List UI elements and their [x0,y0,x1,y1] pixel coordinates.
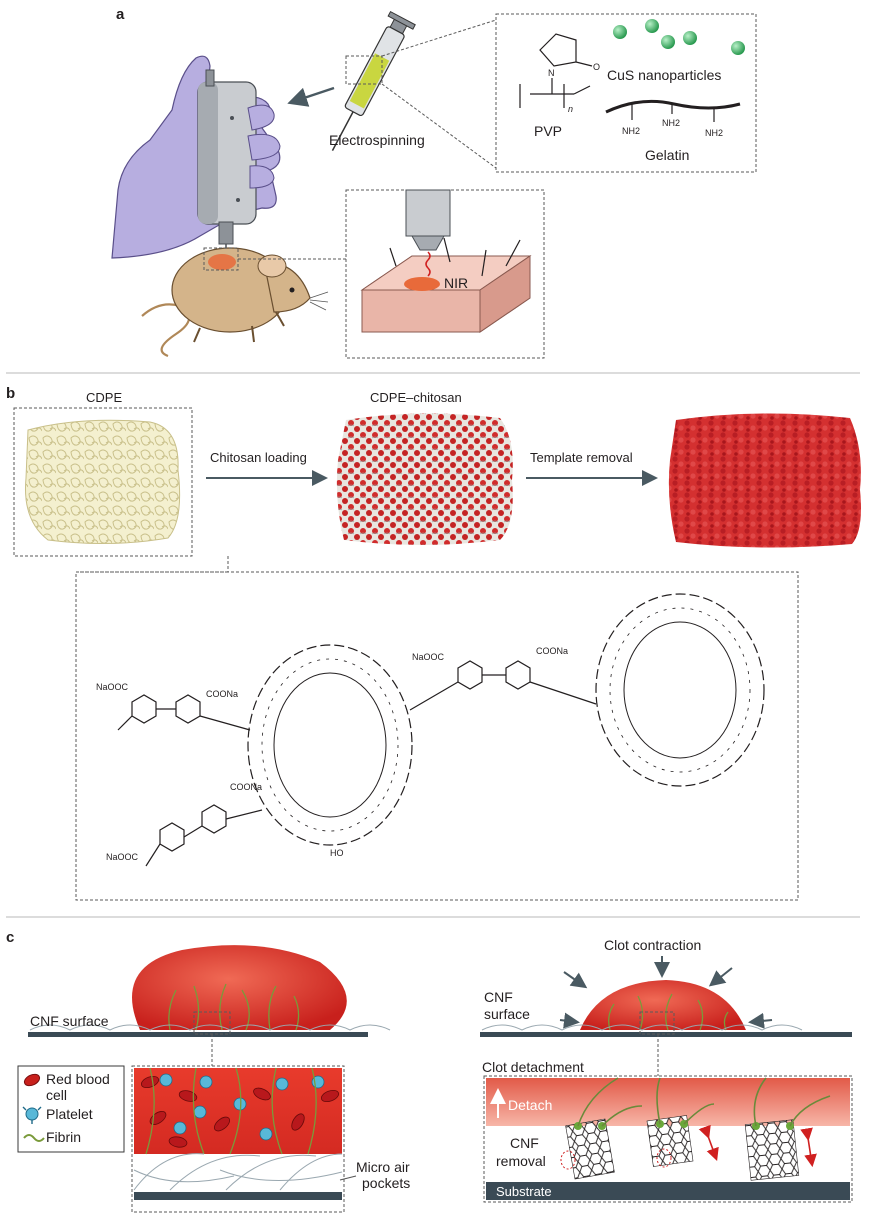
label-micro-air-line2: pockets [362,1175,410,1191]
label-chitosan-loading: Chitosan loading [210,450,307,465]
label-pvp: PVP [534,123,562,139]
chitosan-scaffold [668,413,861,548]
label-cus-nanoparticles: CuS nanoparticles [607,67,721,83]
svg-text:NaOOC: NaOOC [412,652,445,662]
label-nir: NIR [444,275,468,291]
fibrin-strands-detach [577,1077,831,1127]
label-cnf-removal-line1: CNF [510,1135,539,1151]
substrate-bar-zoom-left [134,1192,342,1200]
nh2-label: NH2 [705,128,723,138]
legend-rbc-line1: Red blood [46,1071,110,1087]
fibrin-strands-droplet [168,983,300,1031]
svg-text:n: n [568,104,573,114]
pvp-structure: O N n [519,33,600,114]
cnf-column [565,1118,615,1180]
label-cnf-removal-line2: removal [496,1153,546,1169]
gelatin-chain [605,99,741,114]
nh2-label: NH2 [662,118,680,128]
cnf-column [744,1119,800,1181]
cdpe-zoom-box [13,407,193,557]
panel-b: b CDPE Chitosan loading CDPE–chitosan Te… [6,385,861,901]
red-blood-cell-icon [23,1073,41,1087]
panel-c: c CNF surface Red blood cell Platelet Fi… [6,929,853,1213]
device-tip [405,189,451,237]
chemical-structure-box [75,571,799,901]
fibrin-strands-zoom [145,1067,317,1155]
label-template-removal: Template removal [530,450,633,465]
panel-label-b: b [6,385,15,402]
legend-platelet: Platelet [46,1106,93,1122]
cyclodextrin-left [247,644,413,846]
nir-inset-box [345,189,545,359]
label-cdpe: CDPE [86,390,122,405]
cnf-surface-mesh-left [29,1024,391,1031]
label-cdpe-chitosan: CDPE–chitosan [370,390,462,405]
cdpe-chitosan-scaffold [336,413,513,545]
platelet-icon [22,1106,42,1124]
cus-nanoparticles [613,19,745,55]
cnf-surface-mesh-right [481,1024,803,1031]
legend-rbc-line2: cell [46,1087,67,1103]
legend-fibrin: Fibrin [46,1129,81,1145]
label-substrate: Substrate [496,1184,552,1199]
cnf-column [646,1115,694,1167]
label-clot-detachment: Clot detachment [482,1059,584,1075]
label-cnf-surface-right-line2: surface [484,1006,530,1022]
mouse [141,247,329,358]
svg-text:N: N [548,68,555,78]
arrow-to-device [287,86,335,107]
svg-text:O: O [593,62,600,72]
label-micro-air-line1: Micro air [356,1159,410,1175]
panel-label-a: a [116,6,125,23]
contracted-clot [580,980,746,1030]
label-cnf-surface-left: CNF surface [30,1013,109,1029]
materials-box [495,13,757,173]
blood-droplet [132,945,347,1030]
cdpe-scaffold [24,419,181,545]
cyclodextrin-right [595,593,765,787]
linker-middle: NaOOC COONa [409,646,597,711]
panel-label-c: c [6,929,14,946]
svg-text:COONa: COONa [230,782,262,792]
platelets [159,1073,325,1141]
panel-a: a Electrospinning [111,6,757,359]
nir-light-wave [425,251,431,277]
svg-text:NaOOC: NaOOC [96,682,129,692]
fibrin-icon [23,1134,45,1142]
red-blood-cells [140,1075,340,1148]
skin-block [360,237,532,333]
detach-zoom-box [483,1075,853,1203]
substrate-layer [486,1182,850,1200]
blood-zoom-box [131,1065,345,1213]
syringe-zoom-box [345,55,383,85]
substrate-bar-right [480,1032,852,1037]
svg-text:COONa: COONa [536,646,568,656]
label-clot-contraction: Clot contraction [604,937,701,953]
label-electrospinning: Electrospinning [329,132,425,148]
nh2-label: NH2 [622,126,640,136]
svg-text:NaOOC: NaOOC [106,852,139,862]
syringe [331,10,416,151]
label-gelatin: Gelatin [645,147,689,163]
svg-text:HO: HO [330,848,344,858]
clot-zoom-box [639,1011,675,1035]
svg-text:COONa: COONa [206,689,238,699]
label-cnf-surface-right-line1: CNF [484,989,513,1005]
micro-air-pocket-arcs [133,1153,343,1191]
linker-bottom-left: COONa NaOOC HO [106,782,344,867]
label-detach: Detach [508,1097,552,1113]
linker-top-left: NaOOC COONa [96,682,251,731]
